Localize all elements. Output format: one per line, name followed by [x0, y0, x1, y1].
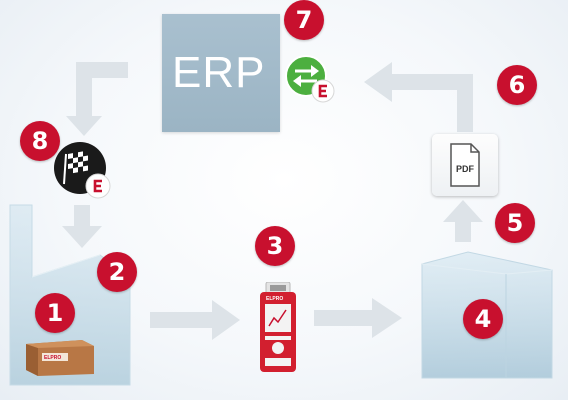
- box-brand-label: ELPRO: [44, 355, 61, 361]
- arrow-head-erp-to-dashboard: [66, 116, 102, 136]
- elpro-logo-icon: [311, 79, 335, 103]
- arrow-head-warehouse-to-pdf: [443, 200, 483, 222]
- step-badge-2: 2: [97, 252, 137, 292]
- arrow-pdf-to-erp: [390, 74, 473, 132]
- package-box-icon: ELPRO: [26, 340, 94, 376]
- step-badge-5: 5: [495, 203, 535, 243]
- arrow-head-pdf-to-erp: [364, 62, 392, 102]
- step-badge-6: 6: [497, 65, 537, 105]
- pdf-document-card: PDF: [432, 134, 498, 196]
- pdf-document-icon: [450, 143, 480, 187]
- logger-brand-label: ELPRO: [266, 296, 284, 302]
- pdf-label: PDF: [456, 164, 474, 174]
- arrow-dashboard-to-factory: [74, 205, 90, 229]
- step-badge-4: 4: [463, 299, 503, 339]
- step-badge-8: 8: [20, 121, 60, 161]
- arrow-erp-to-dashboard: [76, 62, 128, 118]
- step-badge-7: 7: [284, 0, 324, 40]
- data-logger-icon: ELPRO: [256, 281, 300, 374]
- arrow-head-dashboard-to-factory: [62, 226, 102, 248]
- erp-system-box: ERP: [162, 14, 280, 132]
- arrow-factory-to-logger: [150, 312, 214, 328]
- erp-label: ERP: [172, 48, 266, 97]
- step-badge-3: 3: [255, 226, 295, 266]
- arrow-head-logger-to-warehouse: [372, 298, 402, 338]
- elpro-logo-icon: [85, 173, 111, 199]
- arrow-logger-to-warehouse: [314, 310, 374, 326]
- arrow-head-factory-to-logger: [212, 300, 240, 340]
- step-badge-1: 1: [35, 293, 75, 333]
- arrow-warehouse-to-pdf: [455, 220, 471, 242]
